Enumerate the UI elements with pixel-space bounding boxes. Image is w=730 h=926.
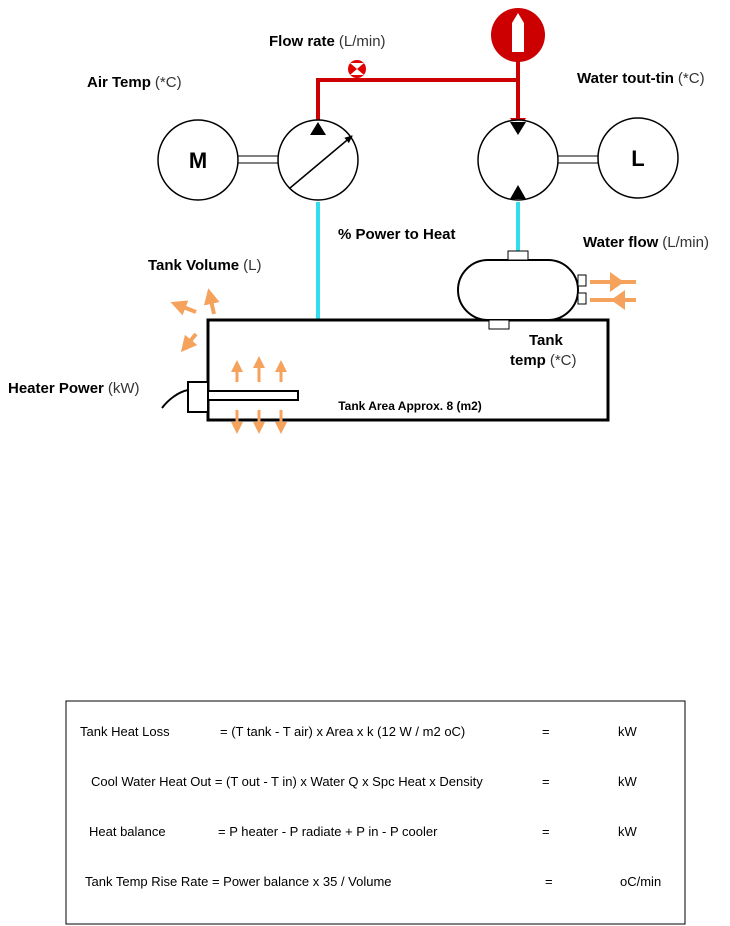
heat-arrow-icon xyxy=(231,356,287,434)
tank-temp-label-line2: temp(*C) xyxy=(510,352,577,369)
heater-power-label: Heater Power(kW) xyxy=(8,380,140,397)
valve-icon[interactable] xyxy=(348,60,366,78)
formula-expression: = P heater - P radiate + P in - P cooler xyxy=(218,824,438,839)
formula-equals: = xyxy=(542,724,550,739)
tank xyxy=(206,318,610,422)
tank-temp-label-line1: Tank xyxy=(529,332,564,349)
air-temp-label: Air Temp(*C) xyxy=(87,74,182,91)
formula-name: Tank Heat Loss xyxy=(80,724,170,739)
formula-name: Heat balance xyxy=(89,824,166,839)
formula-unit: oC/min xyxy=(620,874,661,889)
formula-name: Cool Water Heat Out = (T out - T in) x W… xyxy=(91,774,483,789)
pump-icon xyxy=(277,119,359,201)
formula-unit: kW xyxy=(618,724,638,739)
load-label: L xyxy=(631,146,644,171)
formula-box xyxy=(65,700,686,925)
water-flow-label: Water flow(L/min) xyxy=(583,234,709,251)
heater-icon xyxy=(161,381,299,413)
load-icon: L xyxy=(597,117,679,199)
shaft-right xyxy=(558,155,598,164)
formula-unit: kW xyxy=(618,774,638,789)
cooler-icon xyxy=(457,250,587,330)
motor-label: M xyxy=(189,148,207,173)
formula-equals: = xyxy=(545,874,553,889)
radiation-arrows xyxy=(170,288,220,353)
formula-name: Tank Temp Rise Rate = Power balance x 35… xyxy=(85,874,392,889)
temperature-indicator-icon xyxy=(491,8,545,62)
tank-area-label: Tank Area Approx. 8 (m2) xyxy=(338,399,482,413)
formula-equals: = xyxy=(542,774,550,789)
pump-icon xyxy=(477,119,559,201)
shaft-left xyxy=(238,155,278,164)
power-to-heat-label: % Power to Heat xyxy=(338,226,456,243)
formula-equals: = xyxy=(542,824,550,839)
motor-icon: M xyxy=(157,119,239,201)
formula-expression: = (T tank - T air) x Area x k (12 W / m2… xyxy=(220,724,465,739)
flow-rate-label: Flow rate(L/min) xyxy=(269,33,386,50)
tank-volume-label: Tank Volume(L) xyxy=(148,257,261,274)
water-tout-tin-label: Water tout-tin(*C) xyxy=(577,70,705,87)
formula-unit: kW xyxy=(618,824,638,839)
water-flow-arrows xyxy=(590,272,636,310)
